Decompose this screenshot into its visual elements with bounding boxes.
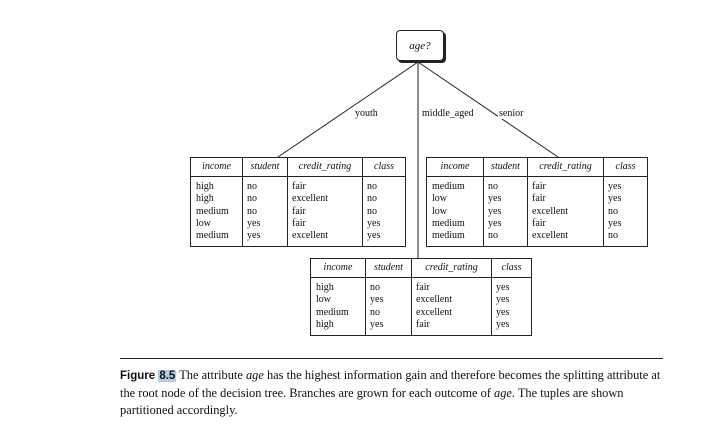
figure-number: 8.5 xyxy=(158,370,177,382)
header-student: student xyxy=(242,158,287,176)
cell-credit-rating: excellent xyxy=(292,230,329,242)
caption-term-age-2: age xyxy=(494,386,512,400)
cell-income: medium xyxy=(316,306,349,318)
caption-text-1: The attribute xyxy=(179,368,243,382)
caption-term-age-1: age xyxy=(245,368,264,382)
cell-class: no xyxy=(367,181,377,192)
cell-student: yes xyxy=(247,230,261,242)
cell-class: no xyxy=(367,205,377,217)
cell-student: yes xyxy=(370,294,384,306)
partition-table-youth: income student credit_rating class high n… xyxy=(190,157,406,247)
cell-class: yes xyxy=(608,217,622,229)
caption-text-3: . The tuples are shown partitioned accor… xyxy=(120,386,624,417)
root-node-label: age? xyxy=(409,39,431,52)
cell-class: no xyxy=(608,205,618,217)
header-credit-rating: credit_rating xyxy=(287,158,362,176)
header-credit-rating: credit_rating xyxy=(411,259,491,277)
figure-label-word: Figure xyxy=(120,370,156,382)
cell-class: yes xyxy=(496,306,510,318)
partition-table-middle-aged: income student credit_rating class high n… xyxy=(310,258,532,336)
cell-student: no xyxy=(370,306,380,318)
cell-student: yes xyxy=(247,217,261,229)
cell-credit-rating: fair xyxy=(532,217,546,229)
table-header: income student credit_rating class xyxy=(427,158,647,177)
cell-income: low xyxy=(432,193,447,205)
cell-student: no xyxy=(247,205,257,217)
header-student: student xyxy=(365,259,411,277)
cell-student: yes xyxy=(488,193,502,205)
cell-income: high xyxy=(316,318,334,330)
cell-income: medium xyxy=(432,181,465,192)
header-class: class xyxy=(362,158,405,176)
cell-credit-rating: excellent xyxy=(416,294,453,306)
header-income: income xyxy=(323,262,353,273)
edge-youth xyxy=(277,61,419,158)
cell-income: high xyxy=(316,282,334,293)
cell-class: yes xyxy=(608,193,622,205)
caption-rule xyxy=(120,358,663,359)
cell-credit-rating: fair xyxy=(292,217,306,229)
header-class: class xyxy=(603,158,647,176)
cell-class: no xyxy=(367,193,377,205)
cell-student: no xyxy=(247,181,257,192)
cell-credit-rating: excellent xyxy=(292,193,329,205)
cell-student: no xyxy=(370,282,380,293)
cell-credit-rating: fair xyxy=(292,181,306,192)
cell-income: medium xyxy=(432,230,465,242)
cell-income: medium xyxy=(196,230,229,242)
cell-credit-rating: fair xyxy=(416,282,430,293)
caption-text-2: has the highest information gain and the… xyxy=(120,368,661,400)
edge-senior xyxy=(417,61,559,158)
cell-student: yes xyxy=(370,318,384,330)
cell-credit-rating: excellent xyxy=(532,230,569,242)
cell-student: no xyxy=(488,230,498,242)
cell-student: yes xyxy=(488,217,502,229)
cell-credit-rating: excellent xyxy=(532,205,569,217)
header-income: income xyxy=(440,161,470,172)
cell-credit-rating: excellent xyxy=(416,306,453,318)
cell-credit-rating: fair xyxy=(292,205,306,217)
branch-label-youth: youth xyxy=(354,108,379,119)
header-student: student xyxy=(483,158,527,176)
branch-label-senior: senior xyxy=(498,108,525,119)
cell-income: low xyxy=(196,217,211,229)
figure-label: Figure 8.5 xyxy=(120,370,177,382)
cell-income: medium xyxy=(196,205,229,217)
partition-table-senior: income student credit_rating class mediu… xyxy=(426,157,648,247)
table-header: income student credit_rating class xyxy=(311,259,531,278)
root-node-age: age? xyxy=(396,30,444,61)
cell-class: no xyxy=(608,230,618,242)
cell-income: low xyxy=(316,294,331,306)
cell-class: yes xyxy=(496,294,510,306)
cell-class: yes xyxy=(608,181,622,192)
header-income: income xyxy=(202,161,231,172)
cell-income: high xyxy=(196,181,214,192)
figure-caption: Figure 8.5 The attribute age has the hig… xyxy=(120,367,668,419)
header-credit-rating: credit_rating xyxy=(527,158,603,176)
cell-class: yes xyxy=(496,318,510,330)
cell-income: high xyxy=(196,193,214,205)
cell-class: yes xyxy=(367,217,381,229)
cell-credit-rating: fair xyxy=(532,181,546,192)
header-class: class xyxy=(491,259,531,277)
cell-class: yes xyxy=(496,282,510,293)
cell-income: medium xyxy=(432,217,465,229)
table-header: income student credit_rating class xyxy=(191,158,405,177)
branch-label-middle-aged: middle_aged xyxy=(421,108,475,119)
cell-credit-rating: fair xyxy=(416,318,430,330)
cell-student: yes xyxy=(488,205,502,217)
cell-credit-rating: fair xyxy=(532,193,546,205)
cell-class: yes xyxy=(367,230,381,242)
cell-income: low xyxy=(432,205,447,217)
cell-student: no xyxy=(247,193,257,205)
cell-student: no xyxy=(488,181,498,192)
